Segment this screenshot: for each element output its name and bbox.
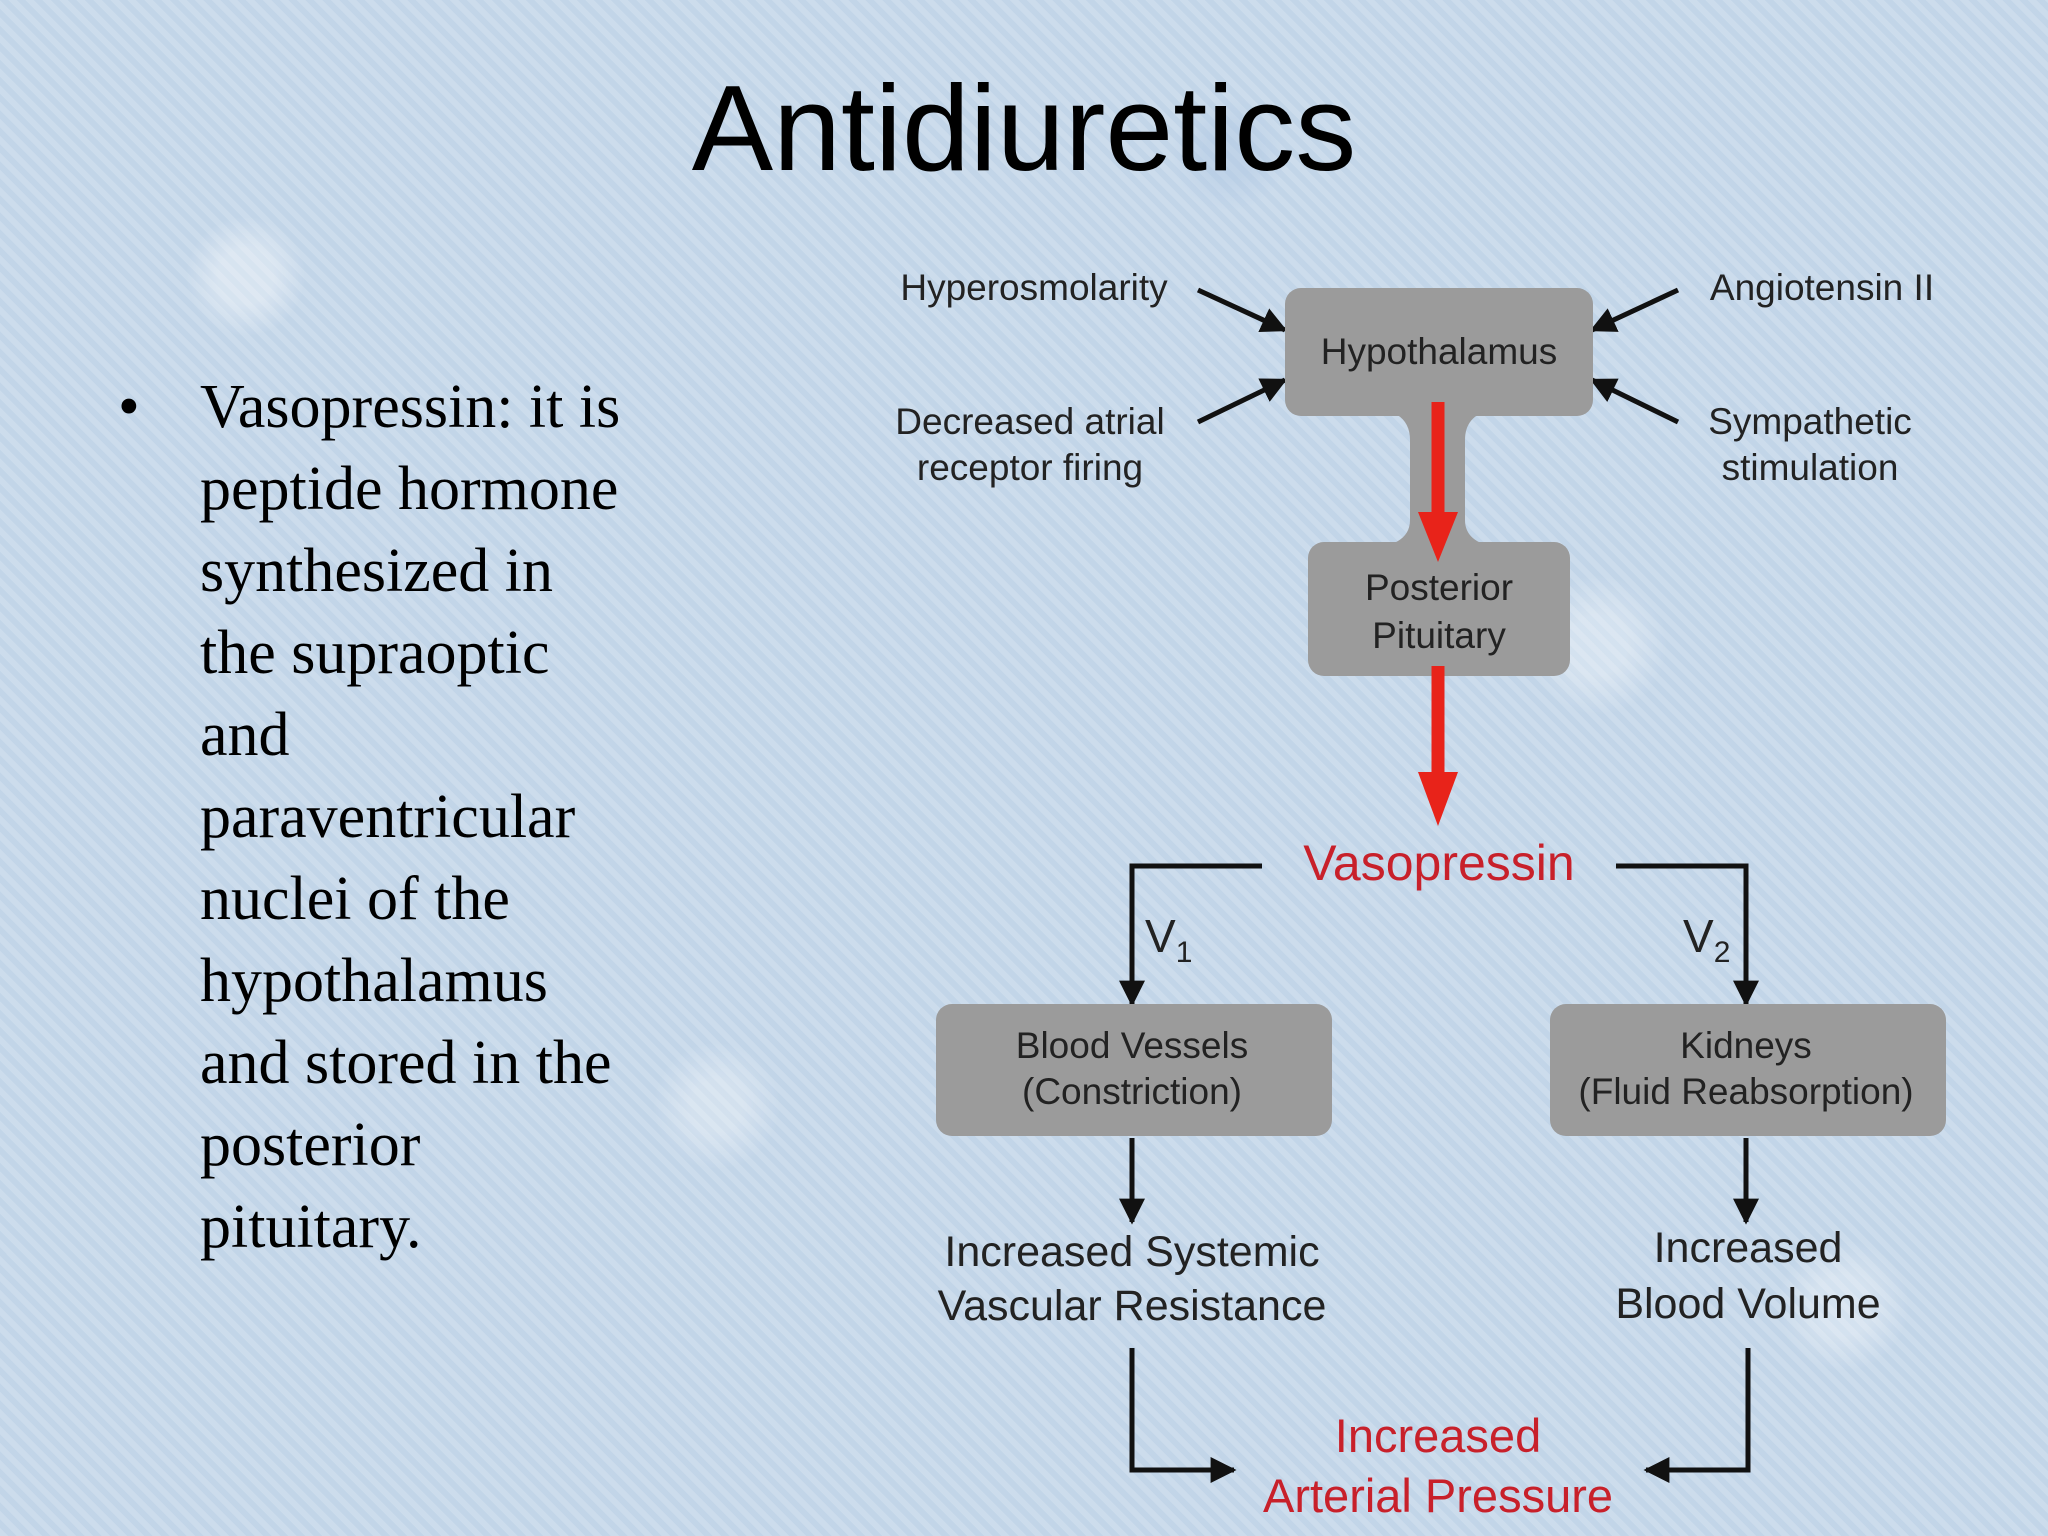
vasopressin-label: Vasopressin <box>1303 835 1574 891</box>
bullet-line: posterior <box>200 1111 421 1179</box>
bullet-line: paraventricular <box>200 783 576 851</box>
blood-vessels-label-line1: Blood Vessels <box>1016 1025 1248 1066</box>
hypothalamus-box <box>1285 288 1593 416</box>
bullet-text: Vasopressin: it is peptide hormone synth… <box>200 366 720 1268</box>
hyperosmolarity-label: Hyperosmolarity <box>900 267 1168 308</box>
sympathetic-label-line1: Sympathetic <box>1708 401 1912 442</box>
posterior-pituitary-box <box>1308 542 1570 676</box>
posterior-pituitary-label-line1: Posterior <box>1365 567 1513 608</box>
red-arrow-1-head <box>1418 512 1458 562</box>
bullet-line: and stored in the <box>200 1029 612 1097</box>
sympathetic-label-line2: stimulation <box>1722 447 1899 488</box>
bullet-line: and <box>200 701 290 769</box>
kidneys-box <box>1550 1004 1946 1136</box>
blood-vessels-box <box>936 1004 1332 1136</box>
arterial-pressure-label-line2: Arterial Pressure <box>1263 1469 1613 1522</box>
bullet-line: synthesized in <box>200 537 553 605</box>
svr-label-line1: Increased Systemic <box>944 1228 1319 1276</box>
svr-label-line2: Vascular Resistance <box>938 1282 1327 1330</box>
slide-title: Antidiuretics <box>691 60 1357 196</box>
v2-subscript: 2 <box>1714 936 1731 969</box>
angiotensin-label: Angiotensin II <box>1710 267 1934 308</box>
svr-pressure-arrow <box>1129 1348 1237 1483</box>
bullet-line: nuclei of the <box>200 865 510 933</box>
bullet-line: pituitary. <box>200 1193 422 1261</box>
bullet-line: hypothalamus <box>200 947 548 1015</box>
hypothalamus-label: Hypothalamus <box>1321 331 1558 372</box>
hyperosmolarity-arrow <box>1196 287 1288 333</box>
blood-volume-label-line1: Increased <box>1654 1224 1843 1272</box>
blood-volume-label-line2: Blood Volume <box>1615 1280 1880 1328</box>
bullet-marker: • <box>118 373 140 441</box>
v1-branch-line <box>1119 863 1262 1007</box>
v1-letter: V <box>1145 910 1176 962</box>
kidneys-label-line1: Kidneys <box>1680 1025 1812 1066</box>
bullet-line: peptide hormone <box>200 455 619 523</box>
volume-pressure-arrow <box>1643 1348 1751 1483</box>
decreased-atrial-label-line1: Decreased atrial <box>895 401 1164 442</box>
posterior-pituitary-label-line2: Pituitary <box>1372 615 1506 656</box>
v2-receptor-label: V2 <box>1683 910 1730 969</box>
v1-receptor-label: V1 <box>1145 910 1192 969</box>
atrial-arrow <box>1196 377 1288 425</box>
angiotensin-arrow <box>1589 287 1680 333</box>
blood-vessels-label-line2: (Constriction) <box>1022 1071 1242 1112</box>
v2-branch-line <box>1616 863 1759 1007</box>
v2-letter: V <box>1683 910 1714 962</box>
bullet-line: Vasopressin: it is <box>200 373 621 441</box>
sympathetic-arrow <box>1589 377 1680 425</box>
arterial-pressure-label-line1: Increased <box>1335 1409 1541 1462</box>
kidneys-label-line2: (Fluid Reabsorption) <box>1578 1071 1913 1112</box>
decreased-atrial-label-line2: receptor firing <box>917 447 1143 488</box>
bullet-line: the supraoptic <box>200 619 550 687</box>
red-arrow-2-head <box>1418 772 1458 826</box>
v1-subscript: 1 <box>1176 936 1193 969</box>
